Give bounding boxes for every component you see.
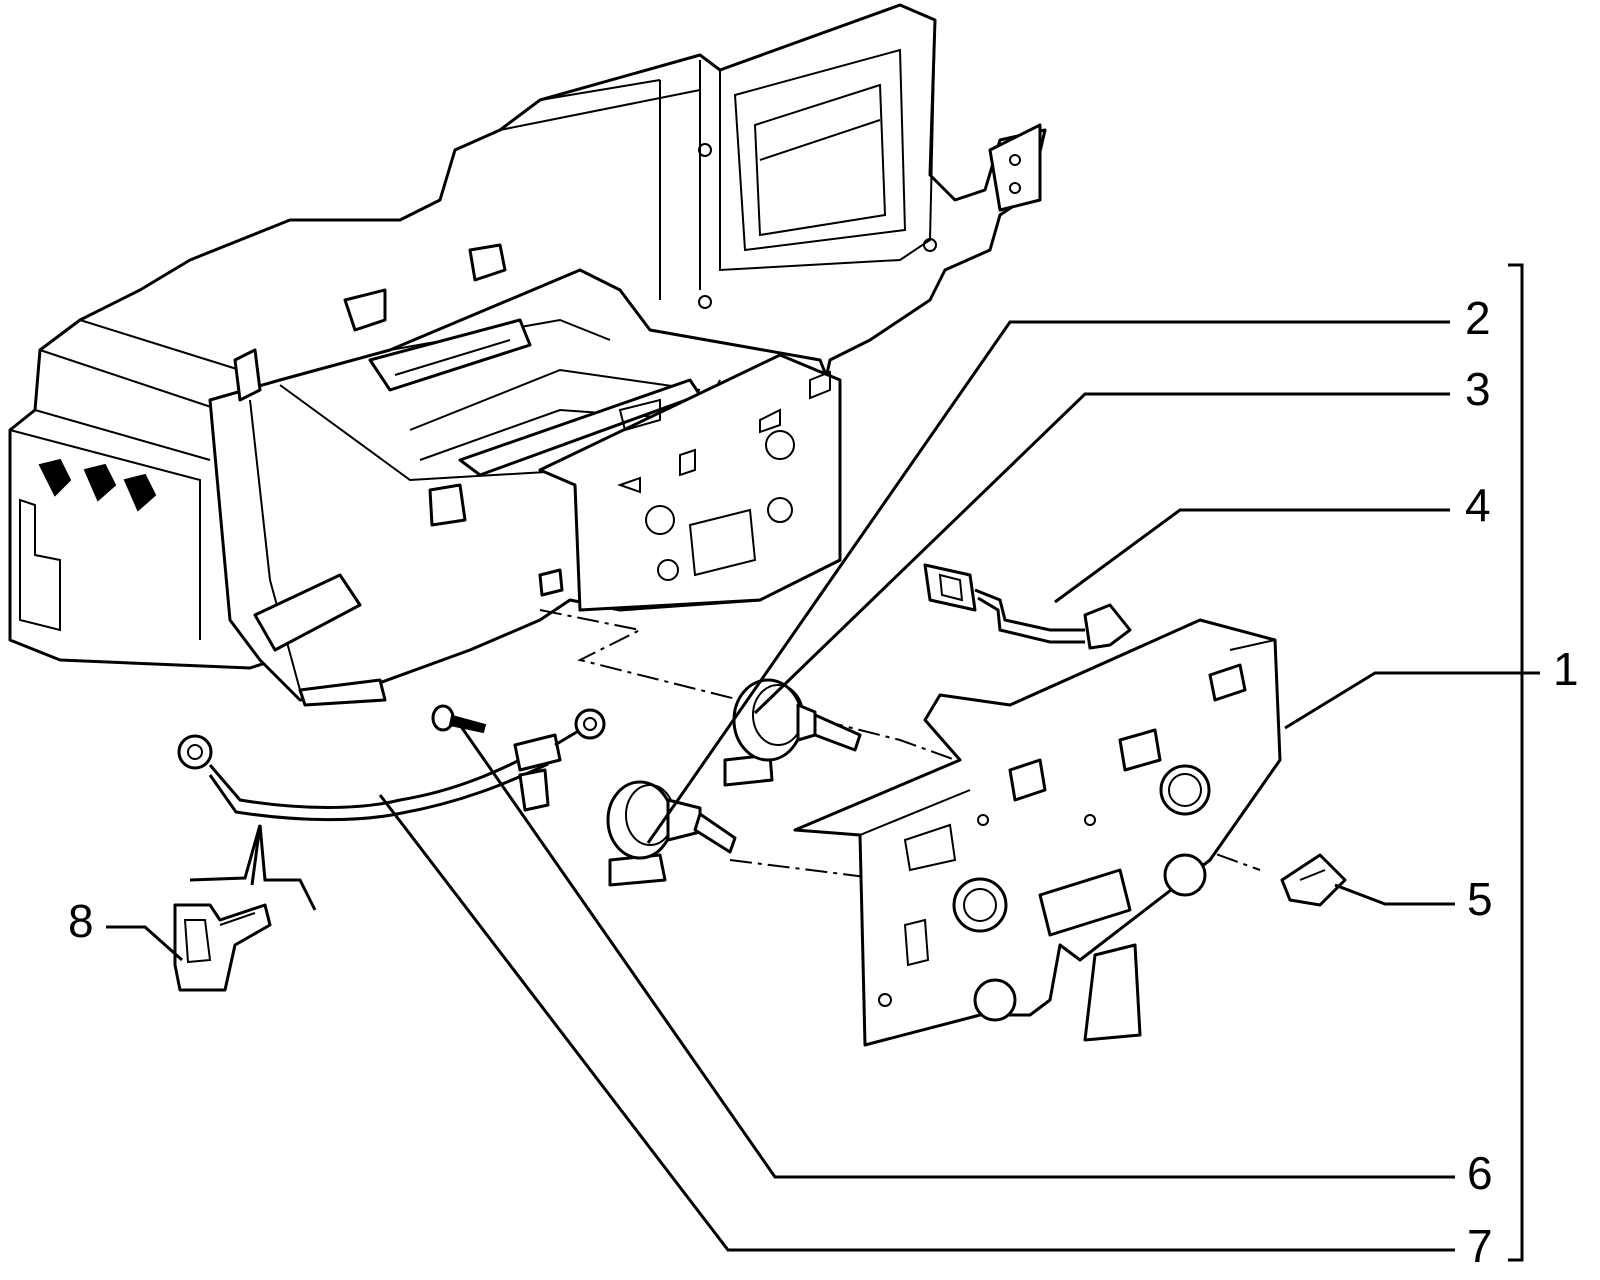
leader-4 xyxy=(1054,508,1450,604)
leader-1 xyxy=(1284,671,1540,730)
leader-8 xyxy=(106,925,183,962)
callout-6: 6 xyxy=(1467,1147,1493,1199)
callout-8: 8 xyxy=(68,895,94,947)
assembly-bracket xyxy=(1508,263,1524,1262)
callout-5: 5 xyxy=(1467,873,1493,925)
part-2-potentiometer xyxy=(606,780,737,887)
group-bracket-8 xyxy=(189,824,317,911)
callout-7: 7 xyxy=(1467,1220,1493,1272)
leader-5 xyxy=(1334,883,1455,906)
leader-6 xyxy=(458,724,1455,1179)
leader-2 xyxy=(646,320,1450,844)
callout-1: 1 xyxy=(1553,643,1579,695)
part-3-actuator xyxy=(723,678,862,787)
leader-7 xyxy=(378,794,1455,1252)
heater-housing xyxy=(8,3,1047,707)
callout-4: 4 xyxy=(1465,479,1491,531)
leader-3 xyxy=(753,392,1450,715)
part-1-control-panel xyxy=(793,618,1282,1047)
callout-3: 3 xyxy=(1465,363,1491,415)
part-4-wiring-harness xyxy=(923,563,1132,650)
part-7-ground-cable xyxy=(177,708,606,822)
part-6-screw xyxy=(431,704,487,734)
part-5-clip xyxy=(1280,853,1347,907)
callout-2: 2 xyxy=(1465,292,1491,344)
part-8-bracket xyxy=(173,903,272,992)
